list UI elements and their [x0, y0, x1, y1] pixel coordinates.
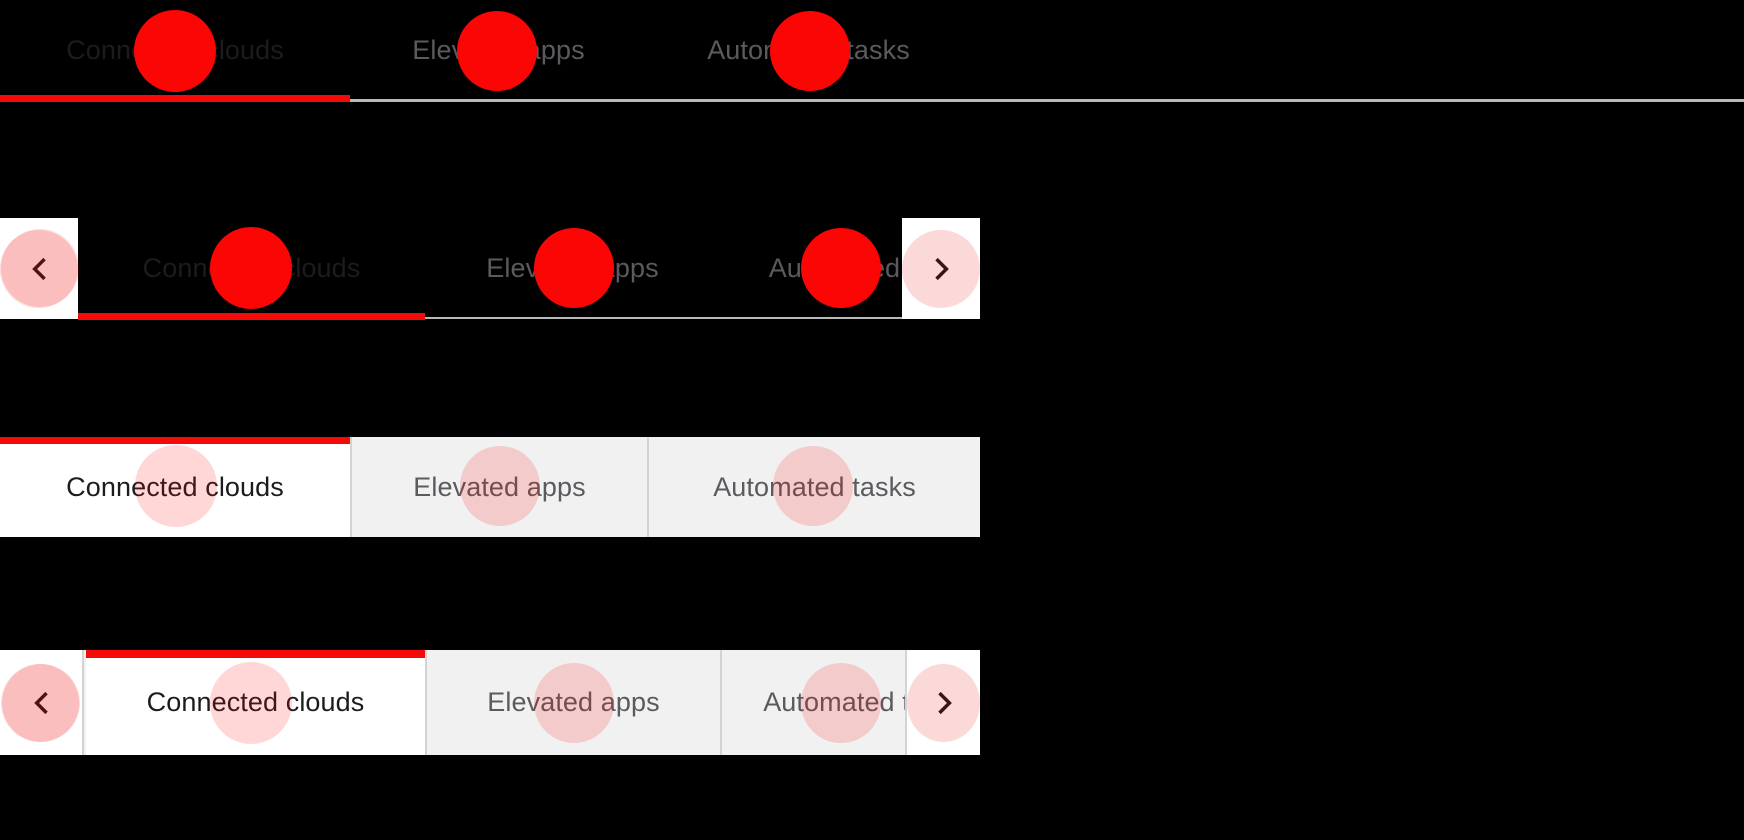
tabbar-boxed-light-scrollable: Connected clouds Elevated apps Automated… [0, 650, 980, 755]
chevron-left-icon [32, 257, 46, 280]
tab-connected-clouds[interactable]: Connected clouds [0, 437, 352, 537]
ripple [907, 663, 980, 742]
chevron-left-icon [34, 691, 48, 714]
chevron-right-icon [935, 257, 949, 280]
tab-baseline [78, 317, 905, 319]
tab-elevated-apps[interactable]: Elevated apps [350, 0, 647, 101]
active-tab-indicator [0, 95, 350, 102]
active-tab-indicator [78, 313, 425, 320]
tab-elevated-apps[interactable]: Elevated apps [427, 650, 722, 755]
tab-automated-tasks[interactable]: Automated tasks [722, 650, 905, 755]
tab-scroll-track[interactable]: Connected clouds Elevated apps Automated… [86, 650, 905, 755]
tab-label: Elevated apps [487, 687, 660, 717]
tab-automated-tasks[interactable]: Automated tasks [720, 218, 905, 319]
tab-scroll-track[interactable]: Connected clouds Elevated apps Automated… [78, 218, 905, 319]
tabbar-underline-dark-scrollable: Connected clouds Elevated apps Automated… [0, 218, 980, 320]
tab-elevated-apps[interactable]: Elevated apps [425, 218, 720, 319]
tabbar-boxed-light: Connected clouds Elevated apps Automated… [0, 437, 980, 537]
tab-connected-clouds[interactable]: Connected clouds [86, 650, 427, 755]
chevron-right-icon [937, 691, 952, 714]
ripple [2, 663, 80, 742]
tab-label: Connected clouds [66, 471, 284, 502]
ripple [0, 229, 78, 308]
scroll-tabs-right-button[interactable] [905, 650, 980, 755]
tabbar-underline-dark: Connected clouds Elevated apps Automated… [0, 0, 1744, 105]
tab-automated-tasks[interactable]: Automated tasks [647, 0, 970, 101]
scroll-tabs-left-button[interactable] [0, 218, 78, 319]
scroll-tabs-right-button[interactable] [902, 218, 980, 319]
tab-label: Automated tasks [768, 253, 905, 283]
tab-label: Connected clouds [142, 253, 361, 283]
tab-baseline [0, 99, 1744, 102]
tab-connected-clouds[interactable]: Connected clouds [0, 0, 350, 101]
tab-automated-tasks[interactable]: Automated tasks [649, 437, 980, 537]
ripple [902, 229, 980, 308]
tab-label: Automated tasks [763, 687, 905, 717]
tab-strip: Connected clouds Elevated apps Automated… [0, 0, 1744, 101]
tab-label: Connected clouds [146, 687, 365, 717]
tab-label: Connected clouds [66, 35, 284, 65]
tab-label: Elevated apps [412, 35, 585, 65]
tab-label: Elevated apps [486, 253, 659, 283]
tab-strip: Connected clouds Elevated apps Automated… [0, 218, 980, 320]
tab-label: Automated tasks [713, 471, 916, 502]
tab-label: Automated tasks [707, 35, 910, 65]
tab-elevated-apps[interactable]: Elevated apps [352, 437, 649, 537]
tab-label: Elevated apps [413, 471, 586, 502]
tab-connected-clouds[interactable]: Connected clouds [78, 218, 425, 319]
scroll-tabs-left-button[interactable] [0, 650, 84, 755]
